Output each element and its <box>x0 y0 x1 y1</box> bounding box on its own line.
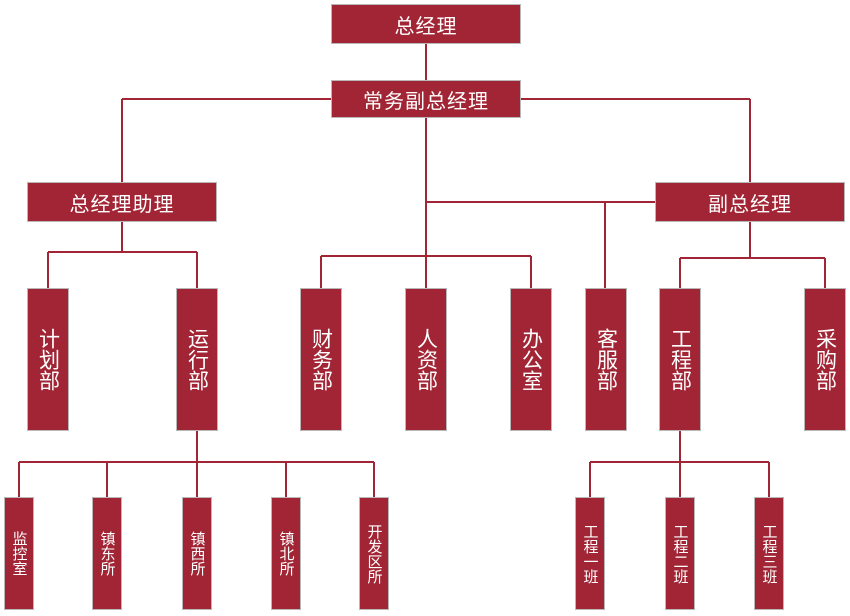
unit-west: 镇西所 <box>182 497 212 610</box>
dept-procurement: 采购部 <box>804 288 846 431</box>
unit-west-label: 镇西所 <box>188 531 207 576</box>
unit-team2-label: 工程二班 <box>671 523 690 584</box>
unit-monitoring-label: 监控室 <box>10 531 29 576</box>
dept-office: 办公室 <box>510 288 552 431</box>
unit-devzone-label: 开发区所 <box>365 523 384 584</box>
assistant-gm-box: 总经理助理 <box>27 182 217 222</box>
unit-team3: 工程三班 <box>754 497 784 610</box>
dept-planning-label: 计划部 <box>36 328 61 391</box>
executive-deputy-box: 常务副总经理 <box>331 80 521 118</box>
unit-team1-label: 工程一班 <box>581 523 600 584</box>
unit-east-label: 镇东所 <box>98 531 117 576</box>
assistant-gm-label: 总经理助理 <box>69 191 175 216</box>
deputy-gm-label: 副总经理 <box>708 191 792 216</box>
unit-team1: 工程一班 <box>575 497 605 610</box>
general-manager-label: 总经理 <box>394 13 458 38</box>
unit-north-label: 镇北所 <box>277 531 296 576</box>
dept-customer-service-label: 客服部 <box>594 328 619 391</box>
unit-monitoring: 监控室 <box>4 497 34 610</box>
unit-devzone: 开发区所 <box>359 497 389 610</box>
dept-planning: 计划部 <box>27 288 69 431</box>
dept-hr-label: 人资部 <box>414 328 439 391</box>
dept-office-label: 办公室 <box>519 328 544 391</box>
unit-east: 镇东所 <box>92 497 122 610</box>
unit-north: 镇北所 <box>271 497 301 610</box>
dept-engineering: 工程部 <box>659 288 701 431</box>
dept-hr: 人资部 <box>405 288 447 431</box>
dept-operations-label: 运行部 <box>185 328 210 391</box>
dept-finance-label: 财务部 <box>309 328 334 391</box>
dept-procurement-label: 采购部 <box>813 328 838 391</box>
unit-team3-label: 工程三班 <box>760 523 779 584</box>
dept-finance: 财务部 <box>300 288 342 431</box>
executive-deputy-label: 常务副总经理 <box>363 88 489 113</box>
unit-team2: 工程二班 <box>665 497 695 610</box>
deputy-gm-box: 副总经理 <box>655 182 845 222</box>
dept-customer-service: 客服部 <box>585 288 627 431</box>
dept-operations: 运行部 <box>176 288 218 431</box>
general-manager-box: 总经理 <box>331 4 521 44</box>
dept-engineering-label: 工程部 <box>668 328 693 391</box>
